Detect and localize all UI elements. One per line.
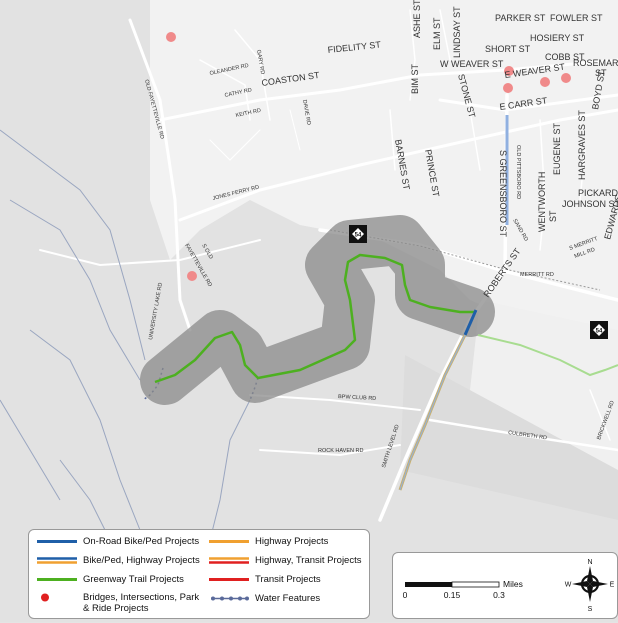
compass-w: W <box>565 582 572 589</box>
label-s-greensboro-st: S GREENSBORO ST <box>498 150 508 238</box>
red-dot-icon <box>37 592 77 603</box>
south-rural-area <box>400 355 618 520</box>
legend-transit: Transit Projects <box>209 574 321 585</box>
highway-shield-54-east: 54 <box>590 321 608 339</box>
scale-bar-black <box>405 582 452 587</box>
label-johnson-st: JOHNSON ST <box>562 199 618 209</box>
point-projects <box>166 32 571 281</box>
label-wentworth-st: WENTWORTH <box>537 172 547 232</box>
label-merritt-rd: MERRITT RD <box>520 272 554 278</box>
label-old-pittsboro-rd: OLD PITTSBORO RD <box>515 145 521 199</box>
label-parker-st: PARKER ST <box>495 13 546 23</box>
label-ashe-st: ASHE ST <box>412 0 422 38</box>
label-wentworth-st-b: ST <box>548 210 558 222</box>
label-davie-rd: DAVIE RD <box>301 99 311 125</box>
compass-n: N <box>587 559 592 566</box>
legend-bike-ped-highway: Bike/Ped, Highway Projects <box>37 555 200 566</box>
label-hosiery-st: HOSIERY ST <box>530 33 585 43</box>
scale-label-015: 0.15 <box>444 590 461 600</box>
svg-text:54: 54 <box>355 233 362 239</box>
streams <box>0 129 251 541</box>
label-elm-st: ELM ST <box>432 17 442 50</box>
project-point-w-weaver[interactable] <box>504 66 514 76</box>
highway-shield-54-west: 54 <box>349 225 367 243</box>
label-lindsay-st: LINDSAY ST <box>452 6 462 58</box>
label-eugene-st: EUGENE ST <box>552 122 562 175</box>
scale-compass-box: 0 0.15 0.3 Miles N S W E <box>392 552 618 619</box>
label-gary-rd: GARY RD <box>255 49 265 75</box>
compass-e: E <box>610 582 615 589</box>
water-line-icon <box>209 593 249 604</box>
red-line-icon <box>209 574 249 585</box>
label-culbreth-rd: CULBRETH RD <box>508 430 548 441</box>
blue-line-icon <box>37 536 77 547</box>
label-bim-st: BIM ST <box>410 63 420 94</box>
label-fowler-st: FOWLER ST <box>550 13 603 23</box>
town-area <box>150 0 618 330</box>
scale-bar: 0 0.15 0.3 Miles N S W E <box>403 559 615 613</box>
label-keith-rd: KEITH RD <box>235 108 261 119</box>
project-point-e-weaver[interactable] <box>540 77 550 87</box>
greenway-trail-extension[interactable] <box>477 334 618 377</box>
label-cathy-rd: CATHY RD <box>224 87 252 99</box>
label-pickard-st: PICKARD <box>578 188 618 198</box>
scale-label-03: 0.3 <box>493 590 505 600</box>
legend-highway-transit: Highway, Transit Projects <box>209 555 361 566</box>
label-hargraves-st: HARGRAVES ST <box>577 110 587 180</box>
label-bpw-club-rd: BPW CLUB RD <box>338 394 376 402</box>
green-line-icon <box>37 574 77 585</box>
bike-ped-highway-project-center <box>399 334 466 491</box>
compass-s: S <box>588 606 593 613</box>
legend-on-road-bike-ped: On-Road Bike/Ped Projects <box>37 536 199 547</box>
project-point-greensboro[interactable] <box>503 83 513 93</box>
label-w-weaver-st: W WEAVER ST <box>440 59 504 69</box>
orange-red-line-icon <box>209 555 249 566</box>
scale-label-0: 0 <box>403 590 408 600</box>
legend-greenway-trail: Greenway Trail Projects <box>37 574 184 585</box>
project-buffer-area <box>140 215 495 405</box>
label-rock-haven-rd: ROCK HAVEN RD <box>318 448 363 454</box>
scale-unit-label: Miles <box>503 579 523 589</box>
project-point-s-old-fayetteville[interactable] <box>187 271 197 281</box>
map-legend: On-Road Bike/Ped Projects Highway Projec… <box>28 529 370 619</box>
label-short-st: SHORT ST <box>485 44 531 54</box>
project-point-oleander[interactable] <box>166 32 176 42</box>
project-point-rosemary[interactable] <box>561 73 571 83</box>
legend-bridges-intersections: Bridges, Intersections, Park & Ride Proj… <box>37 592 205 614</box>
svg-text:54: 54 <box>596 329 603 335</box>
greenway-trail-project[interactable] <box>154 253 475 384</box>
north-arrow-icon: N S W E <box>565 559 615 613</box>
on-road-bike-ped-project-roberts[interactable] <box>463 309 478 336</box>
orange-line-icon <box>209 536 249 547</box>
blue-orange-line-icon <box>37 555 77 566</box>
label-rosemary-st: ROSEMAR <box>573 58 618 68</box>
label-cobb-st: COBB ST <box>545 52 585 62</box>
legend-highway: Highway Projects <box>209 536 328 547</box>
scale-bar-white <box>451 581 500 588</box>
legend-water-features: Water Features <box>209 593 320 604</box>
label-rosemary-st-b: ST <box>595 68 607 78</box>
